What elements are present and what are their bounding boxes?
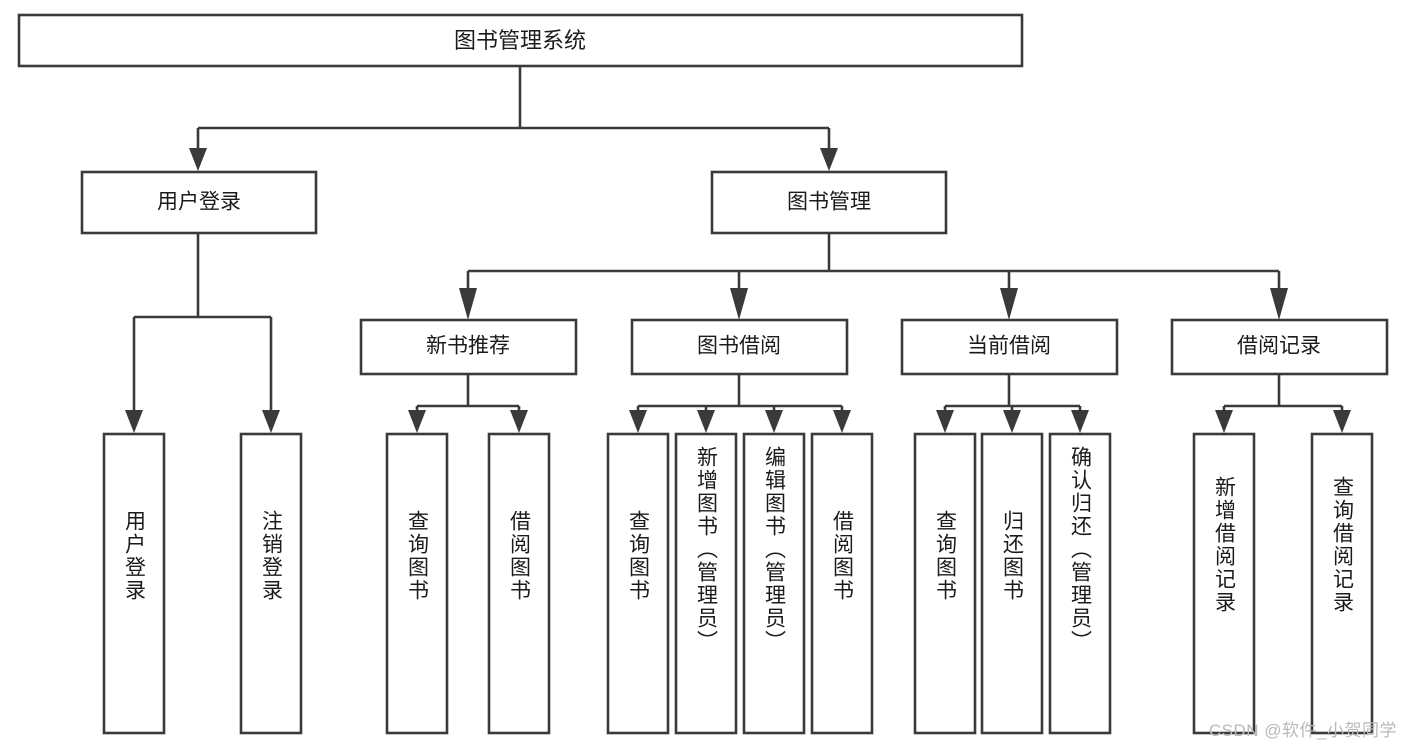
leaf-box-bookborrow-edit-book[interactable] (742, 432, 806, 735)
arrowhead-new-book-recommend (459, 288, 477, 320)
node-borrow-record[interactable]: 借阅记录 (1170, 318, 1389, 376)
leaf-box-layer (102, 432, 1374, 735)
arrowhead-book-borrow (730, 288, 748, 320)
arrowhead-user-login (189, 148, 207, 171)
leaf-box-bookborrow-add-book[interactable] (674, 432, 738, 735)
arrowhead-book-manage (820, 148, 838, 171)
leaf-box-bookborrow-query-book[interactable] (606, 432, 670, 735)
leaf-box-bookborrow-borrow-book[interactable] (810, 432, 874, 735)
arrowhead-borrowrecord-leaf-1 (1215, 410, 1233, 433)
node-borrow-record-label: 借阅记录 (1237, 335, 1321, 358)
node-root-system[interactable]: 图书管理系统 (17, 13, 1024, 68)
leaf-box-borrowrecord-query-record[interactable] (1310, 432, 1374, 735)
leaf-box-currentborrow-confirm-return[interactable] (1048, 432, 1112, 735)
arrowhead-current-borrow (1000, 288, 1018, 320)
node-user-login[interactable]: 用户登录 (80, 170, 318, 235)
node-root-label: 图书管理系统 (454, 28, 586, 53)
leaf-box-newbook-borrow-book[interactable] (487, 432, 551, 735)
arrowhead-currentborrow-leaf-3 (1071, 410, 1089, 433)
node-user-login-box[interactable] (80, 170, 318, 235)
node-new-book-recommend-box[interactable] (359, 318, 578, 376)
leaf-box-currentborrow-return-book[interactable] (980, 432, 1044, 735)
node-book-borrow-box[interactable] (630, 318, 849, 376)
node-current-borrow-box[interactable] (900, 318, 1119, 376)
leaf-box-logout[interactable] (239, 432, 303, 735)
arrowhead-borrow-record (1270, 288, 1288, 320)
node-user-login-label: 用户登录 (157, 191, 241, 214)
node-book-manage-label: 图书管理 (787, 191, 871, 214)
leaf-box-borrowrecord-add-record[interactable] (1192, 432, 1256, 735)
arrowhead-bookborrow-leaf-1 (629, 410, 647, 433)
arrowhead-bookborrow-leaf-2 (697, 410, 715, 433)
leaf-box-newbook-query-book[interactable] (385, 432, 449, 735)
node-borrow-record-box[interactable] (1170, 318, 1389, 376)
node-book-borrow-label: 图书借阅 (697, 335, 781, 358)
node-book-manage[interactable]: 图书管理 (710, 170, 948, 235)
leaf-box-currentborrow-query-book[interactable] (913, 432, 977, 735)
arrowhead-currentborrow-leaf-1 (936, 410, 954, 433)
node-book-borrow[interactable]: 图书借阅 (630, 318, 849, 376)
arrowhead-bookborrow-leaf-3 (765, 410, 783, 433)
arrowhead-currentborrow-leaf-2 (1003, 410, 1021, 433)
arrowhead-newbook-leaf-1 (408, 410, 426, 433)
arrowhead-leaf-user-login (125, 410, 143, 433)
node-root-box[interactable] (17, 13, 1024, 68)
arrowhead-leaf-logout (262, 410, 280, 433)
node-new-book-recommend[interactable]: 新书推荐 (359, 318, 578, 376)
node-new-book-recommend-label: 新书推荐 (426, 335, 510, 358)
connector-layer (125, 66, 1351, 433)
leaf-box-user-login[interactable] (102, 432, 166, 735)
arrowhead-bookborrow-leaf-4 (833, 410, 851, 433)
node-book-manage-box[interactable] (710, 170, 948, 235)
node-current-borrow[interactable]: 当前借阅 (900, 318, 1119, 376)
arrowhead-newbook-leaf-2 (510, 410, 528, 433)
arrowhead-borrowrecord-leaf-2 (1333, 410, 1351, 433)
node-current-borrow-label: 当前借阅 (967, 335, 1051, 358)
